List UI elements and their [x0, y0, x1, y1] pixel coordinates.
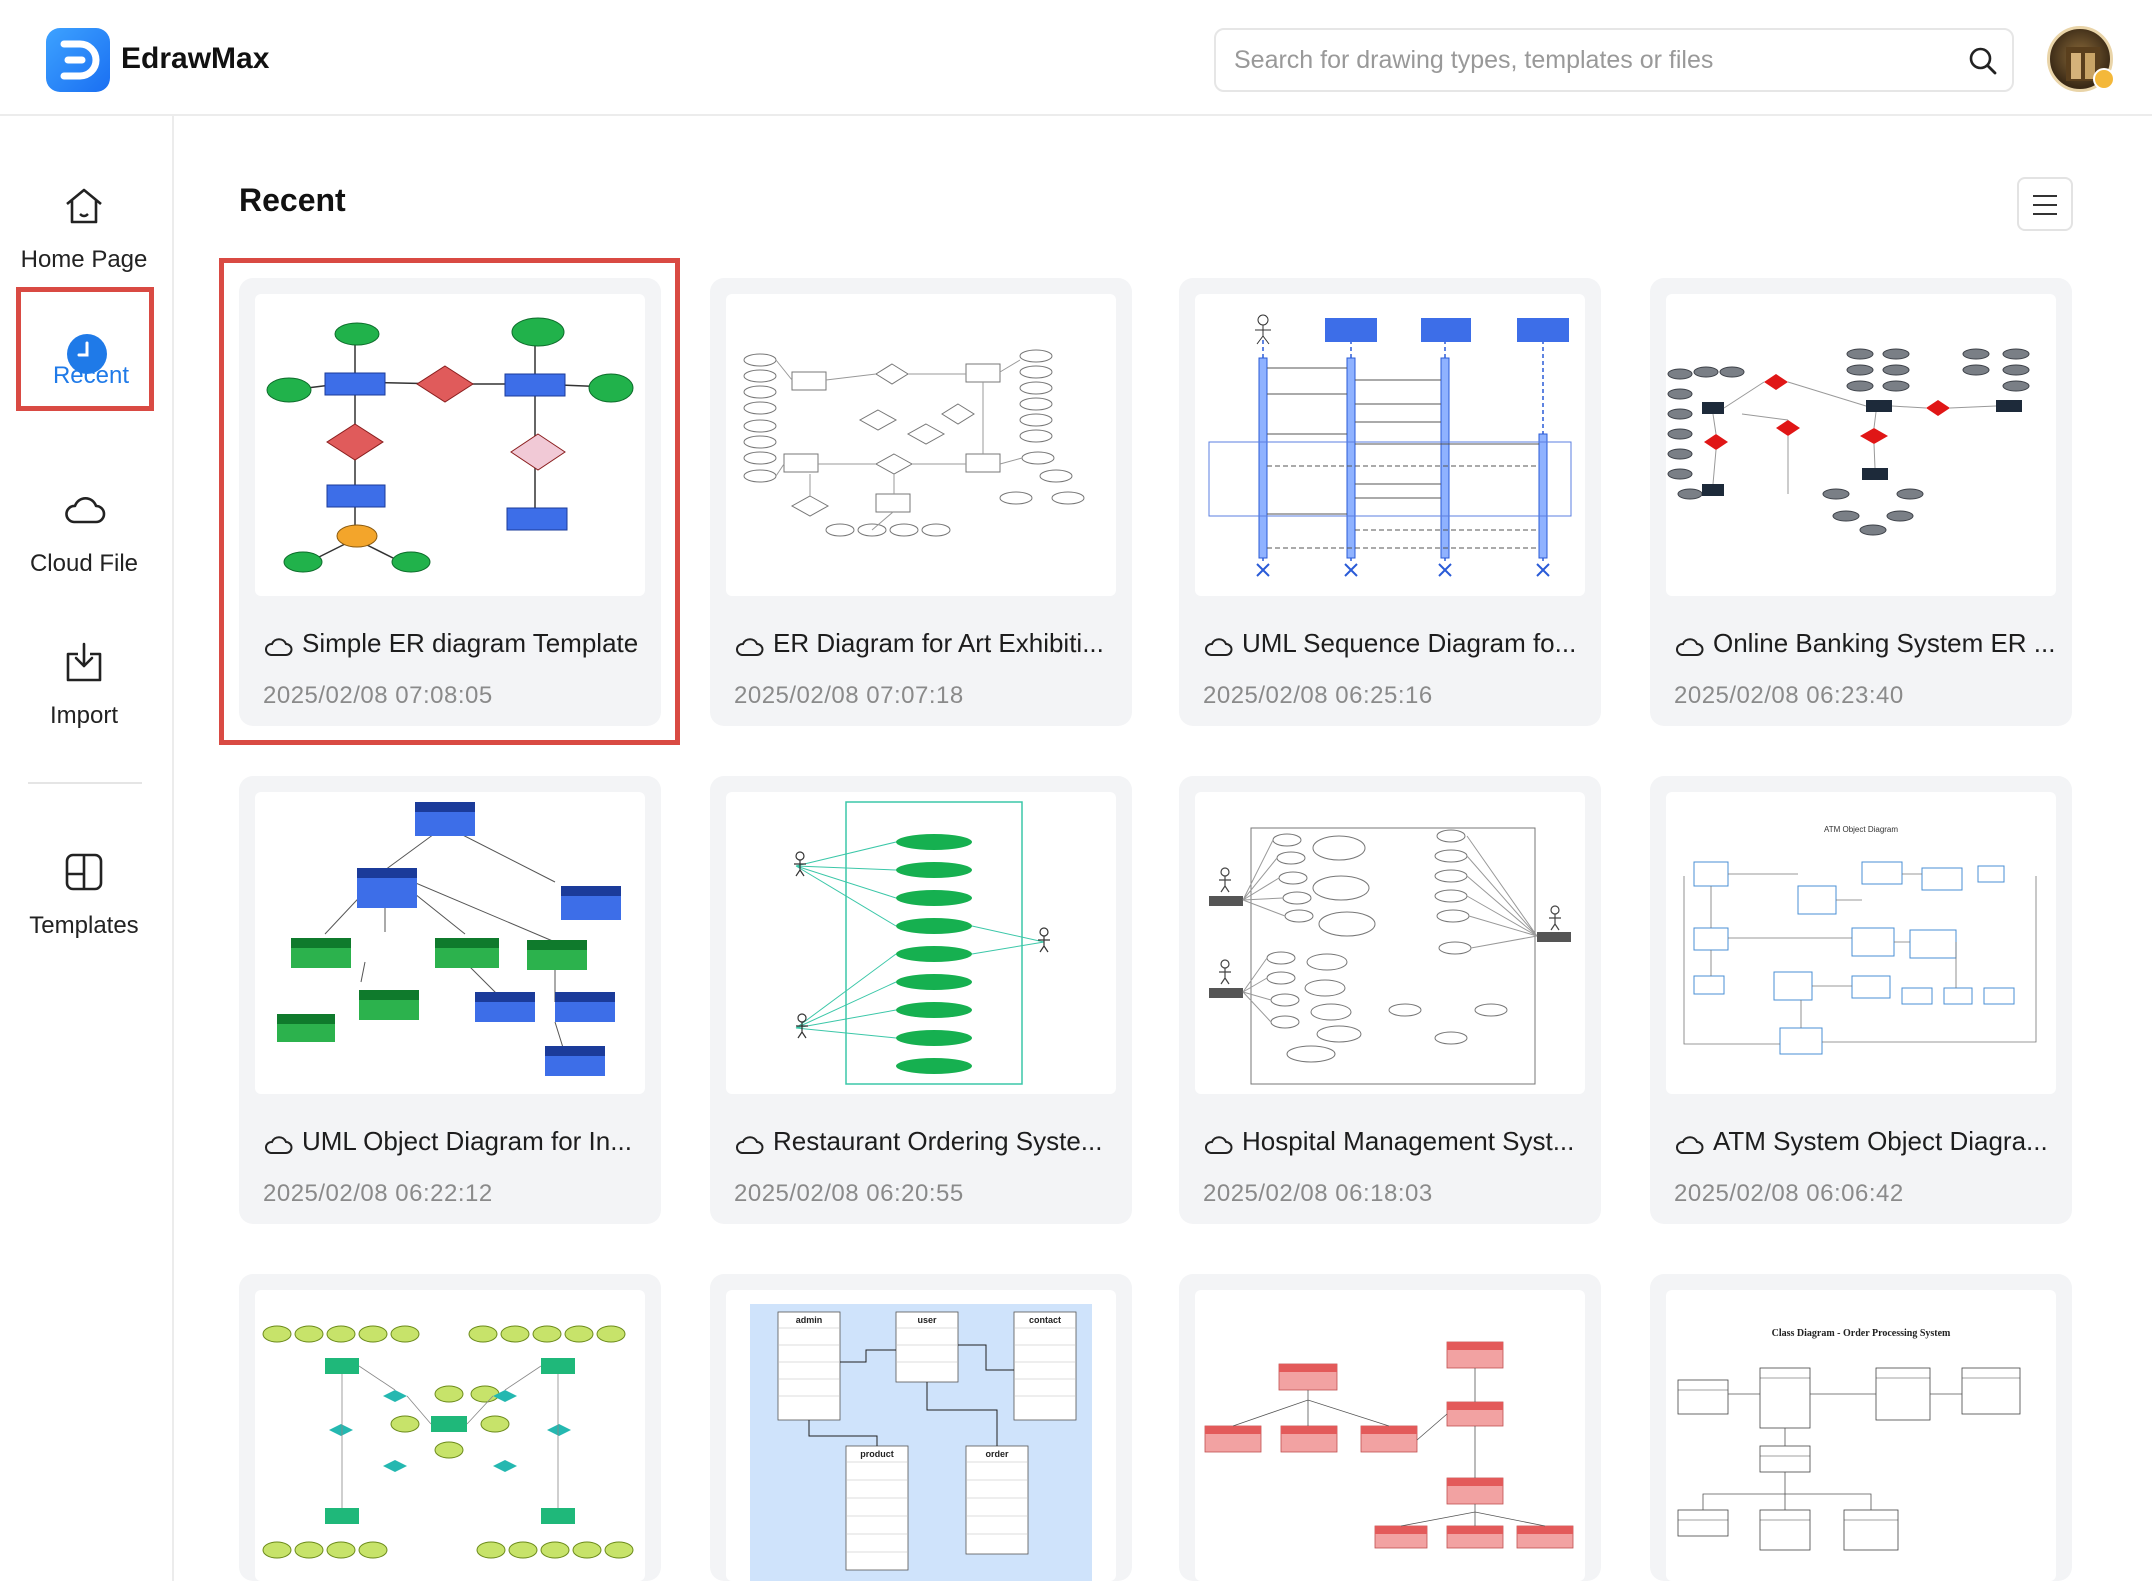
- file-card[interactable]: admin user contact product order: [710, 1274, 1132, 1581]
- cloud-icon: [265, 638, 293, 656]
- menu-icon: [2033, 195, 2057, 197]
- file-thumbnail: [255, 792, 645, 1094]
- sidebar: Home Page Recent Cloud File Import Templ…: [0, 116, 174, 1581]
- file-thumbnail: [255, 294, 645, 596]
- file-title: UML Sequence Diagram fo...: [1242, 628, 1577, 658]
- file-thumbnail: [1666, 294, 2056, 596]
- file-thumbnail: [1195, 792, 1585, 1094]
- sidebar-item-label: Templates: [29, 912, 139, 939]
- sidebar-item-home-page[interactable]: Home Page: [14, 172, 154, 296]
- cloud-icon: [1205, 638, 1233, 656]
- file-title: ER Diagram for Art Exhibiti...: [773, 628, 1104, 658]
- file-card[interactable]: Restaurant Ordering Syste... 2025/02/08 …: [710, 776, 1132, 1224]
- table-admin-title: admin: [796, 1315, 823, 1325]
- file-card[interactable]: Class Diagram - Order Processing System: [1650, 1274, 2072, 1581]
- cloud-icon: [1676, 638, 1704, 656]
- templates-icon: [65, 853, 103, 891]
- cloud-icon: [1676, 1136, 1704, 1154]
- file-card[interactable]: UML Object Diagram for In... 2025/02/08 …: [239, 776, 661, 1224]
- sidebar-divider: [28, 782, 142, 784]
- file-card[interactable]: UML Sequence Diagram fo... 2025/02/08 06…: [1179, 278, 1601, 726]
- cloud-icon: [65, 497, 106, 524]
- file-card[interactable]: [239, 1274, 661, 1581]
- file-date: 2025/02/08 06:22:12: [263, 1180, 493, 1207]
- file-card[interactable]: Online Banking System ER ... 2025/02/08 …: [1650, 278, 2072, 726]
- file-card[interactable]: ATM Object Diagram ATM System Object Dia…: [1650, 776, 2072, 1224]
- search-box[interactable]: [1214, 28, 2014, 92]
- file-thumbnail: [1195, 1290, 1585, 1581]
- file-card[interactable]: Hospital Management Syst... 2025/02/08 0…: [1179, 776, 1601, 1224]
- app-name: EdrawMax: [121, 42, 270, 75]
- file-date: 2025/02/08 06:23:40: [1674, 682, 1904, 709]
- home-icon: [66, 188, 102, 224]
- table-order-title: order: [985, 1449, 1009, 1459]
- file-title: Online Banking System ER ...: [1713, 628, 2056, 658]
- file-date: 2025/02/08 06:25:16: [1203, 682, 1433, 709]
- thumbnail-title: ATM Object Diagram: [1824, 825, 1898, 834]
- page-title: Recent: [239, 182, 346, 218]
- file-card[interactable]: Simple ER diagram Template 2025/02/08 07…: [239, 278, 661, 726]
- edrawmax-logo[interactable]: [46, 28, 110, 92]
- file-title: Simple ER diagram Template: [302, 628, 639, 658]
- file-card[interactable]: ER Diagram for Art Exhibiti... 2025/02/0…: [710, 278, 1132, 726]
- view-menu-button[interactable]: [2017, 177, 2073, 231]
- verified-badge-icon: [2093, 68, 2115, 90]
- file-thumbnail: Class Diagram - Order Processing System: [1666, 1290, 2056, 1581]
- sidebar-item-label: Cloud File: [29, 550, 139, 577]
- sidebar-item-label: Recent: [52, 362, 130, 389]
- search-icon[interactable]: [1968, 46, 1998, 76]
- file-title: ATM System Object Diagra...: [1713, 1126, 2048, 1156]
- file-thumbnail: [726, 294, 1116, 596]
- table-user-title: user: [917, 1315, 937, 1325]
- file-date: 2025/02/08 07:07:18: [734, 682, 964, 709]
- sidebar-item-cloud-file[interactable]: Cloud File: [14, 476, 154, 600]
- import-icon: [66, 642, 102, 682]
- table-contact-title: contact: [1029, 1315, 1061, 1325]
- file-card[interactable]: [1179, 1274, 1601, 1581]
- file-thumbnail: [1195, 294, 1585, 596]
- sidebar-item-recent[interactable]: Recent: [16, 287, 154, 411]
- sidebar-item-label: Import: [49, 702, 118, 729]
- top-bar: EdrawMax: [0, 0, 2152, 116]
- table-product-title: product: [860, 1449, 894, 1459]
- file-title: Restaurant Ordering Syste...: [773, 1126, 1103, 1156]
- file-date: 2025/02/08 06:20:55: [734, 1180, 964, 1207]
- file-date: 2025/02/08 07:08:05: [263, 682, 493, 709]
- sidebar-item-templates[interactable]: Templates: [14, 838, 154, 962]
- file-date: 2025/02/08 06:06:42: [1674, 1180, 1904, 1207]
- sidebar-item-import[interactable]: Import: [14, 628, 154, 752]
- file-title: UML Object Diagram for In...: [302, 1126, 632, 1156]
- file-thumbnail: [255, 1290, 645, 1581]
- file-title: Hospital Management Syst...: [1242, 1126, 1575, 1156]
- file-date: 2025/02/08 06:18:03: [1203, 1180, 1433, 1207]
- file-thumbnail: admin user contact product order: [726, 1290, 1116, 1581]
- selection-highlight: [219, 258, 680, 745]
- thumbnail-title: Class Diagram - Order Processing System: [1772, 1328, 1951, 1339]
- sidebar-item-label: Home Page: [20, 246, 148, 273]
- search-input[interactable]: [1234, 44, 1934, 76]
- file-thumbnail: [726, 792, 1116, 1094]
- cloud-icon: [265, 1136, 293, 1154]
- clock-icon: [67, 334, 107, 374]
- cloud-icon: [1205, 1136, 1233, 1154]
- file-thumbnail: ATM Object Diagram: [1666, 792, 2056, 1094]
- cloud-icon: [736, 1136, 764, 1154]
- cloud-icon: [736, 638, 764, 656]
